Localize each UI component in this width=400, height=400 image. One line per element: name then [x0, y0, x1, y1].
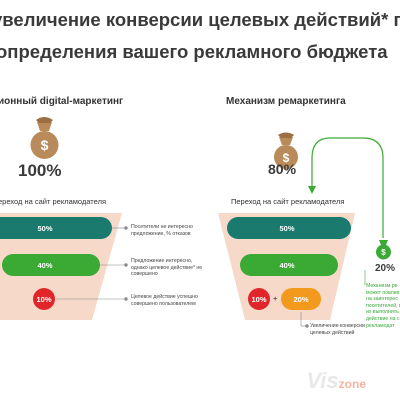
right-stage-50-pill: [227, 217, 351, 239]
right-stage-10-label: 10%: [251, 295, 267, 304]
right-heading: Механизм ремаркетинга: [226, 96, 346, 107]
right-stage-20-pill: [281, 288, 321, 310]
note-success: Целевое действие успешно совершено польз…: [131, 294, 198, 307]
right-stage-40-pill: [240, 254, 338, 276]
right-caption: Переход на сайт рекламодателя: [231, 197, 345, 206]
watermark-sub: zone: [338, 377, 366, 391]
retarget-arrow: [311, 137, 384, 238]
left-stage-10-label: 10%: [36, 295, 52, 304]
note-interested: Предложение интересно, однако целевое де…: [131, 258, 203, 278]
left-note-connectors: [56, 226, 128, 301]
title-line-2: определения вашего рекламного бюджета: [0, 41, 388, 62]
right-note-connector: [300, 312, 309, 328]
right-stage-20-label: 20%: [293, 295, 309, 304]
left-money-bag-icon: $: [30, 117, 59, 159]
retarget-percent: 20%: [375, 263, 396, 274]
left-stage-40-pill: [2, 254, 100, 276]
svg-text:$: $: [283, 151, 290, 165]
plus-sign: +: [273, 294, 278, 303]
retarget-arrow-head: [308, 186, 316, 194]
right-percent: 80%: [268, 161, 297, 177]
svg-text:$: $: [41, 137, 49, 153]
watermark-main: Vis: [306, 368, 339, 393]
left-percent: 100%: [18, 161, 62, 180]
left-stage-50-pill: [0, 217, 112, 239]
left-stage-50-label: 50%: [37, 224, 53, 233]
left-stage-10-circle: [33, 288, 55, 310]
right-stage-10-circle: [248, 288, 270, 310]
retarget-money-bag-icon: $: [376, 240, 391, 260]
left-caption: ереход на сайт рекламодателя: [0, 197, 107, 206]
note-refusal: Посетители не интересно предложение, % о…: [131, 224, 193, 237]
right-stage-40-label: 40%: [279, 261, 295, 270]
watermark-logo: Viszone: [306, 368, 366, 394]
right-money-bag-icon: $: [274, 132, 298, 169]
retarget-note: Механизм ре может повлия на заинтерес по…: [366, 283, 400, 329]
title-line-1: увеличение конверсии целевых действий* п…: [0, 9, 400, 30]
svg-text:$: $: [381, 248, 386, 257]
conversion-note: Увеличение конверсии целевых действий: [310, 323, 365, 336]
left-stage-40-label: 40%: [37, 261, 53, 270]
left-heading: ионный digital-маркетинг: [0, 96, 124, 107]
right-stage-50-label: 50%: [279, 224, 295, 233]
